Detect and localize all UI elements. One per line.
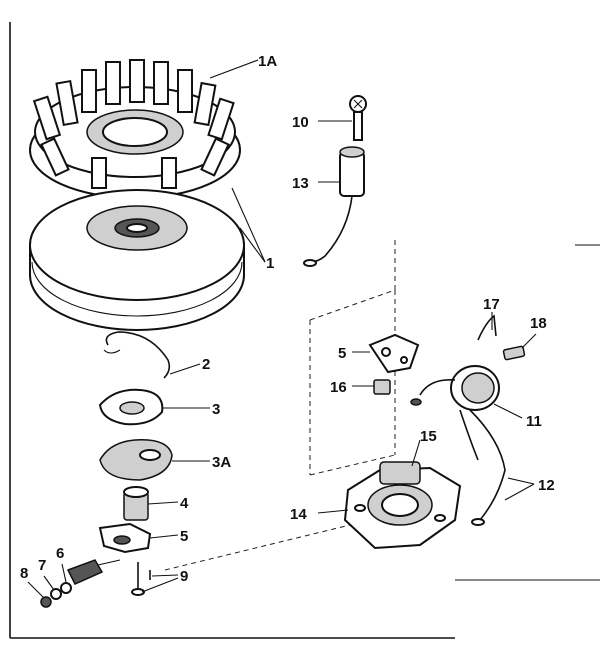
wire-terminal <box>477 314 526 361</box>
ignition-coil <box>410 365 506 526</box>
callout-5-upper: 5 <box>338 345 346 362</box>
callout-4: 4 <box>180 495 189 512</box>
flywheel <box>29 189 245 331</box>
breaker-parts <box>40 559 121 608</box>
callout-8: 8 <box>20 565 28 582</box>
callout-11: 11 <box>526 413 542 430</box>
callout-10: 10 <box>292 114 309 131</box>
condenser <box>303 146 365 267</box>
callout-14: 14 <box>290 506 307 523</box>
screws <box>131 562 151 596</box>
callout-3: 3 <box>212 401 220 418</box>
callout-1: 1 <box>266 255 274 272</box>
screw <box>349 95 367 141</box>
alignment-lines <box>164 240 396 571</box>
washer <box>98 388 164 426</box>
spring-clip <box>103 331 171 379</box>
callout-17: 17 <box>483 296 500 313</box>
callout-1A: 1A <box>258 53 277 70</box>
clip <box>373 379 391 395</box>
callout-2: 2 <box>202 356 210 373</box>
breaker-point <box>368 333 420 374</box>
callout-9: 9 <box>180 568 188 585</box>
cam-lever <box>98 522 152 554</box>
callout-12: 12 <box>538 477 555 494</box>
leader-lines <box>27 59 537 599</box>
callout-18: 18 <box>530 315 547 332</box>
armature-plate <box>343 461 462 550</box>
callout-labels: 1A 1 2 3 3A 4 5 5 6 7 8 9 10 11 12 13 14… <box>20 53 555 585</box>
flywheel-fan <box>29 59 241 199</box>
callout-6: 6 <box>56 545 64 562</box>
callout-15: 15 <box>420 428 437 445</box>
callout-7: 7 <box>38 557 46 574</box>
frame <box>9 22 600 639</box>
callout-3A: 3A <box>212 454 231 471</box>
callout-13: 13 <box>292 175 309 192</box>
callout-5-lower: 5 <box>180 528 188 545</box>
callout-16: 16 <box>330 379 347 396</box>
bushing <box>123 486 149 521</box>
cam-plate <box>99 439 173 481</box>
